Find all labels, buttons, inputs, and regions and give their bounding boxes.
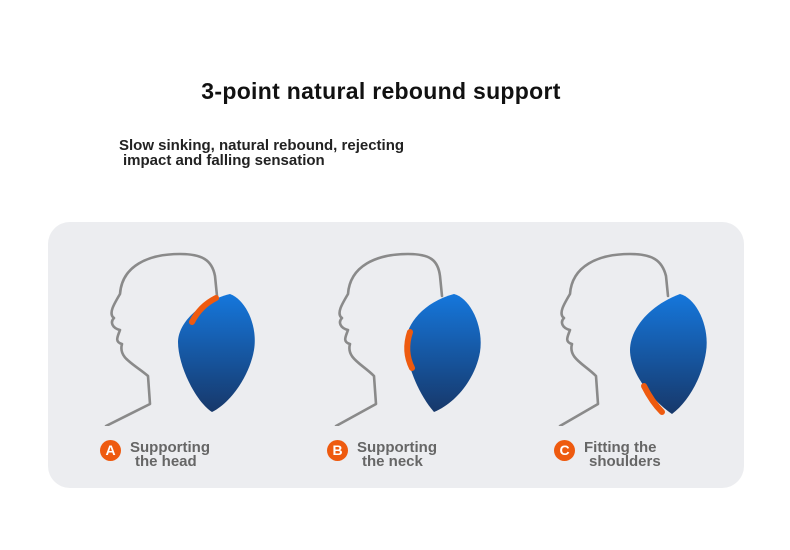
badge-c: C bbox=[554, 440, 575, 461]
badge-a: A bbox=[100, 440, 121, 461]
contact-highlight-shoulders bbox=[641, 383, 665, 415]
figure-supporting-head bbox=[100, 246, 280, 428]
caption-supporting-neck: B Supporting the neck bbox=[327, 440, 477, 476]
caption-supporting-head: A Supporting the head bbox=[100, 440, 250, 476]
caption-text: Fitting the shoulders bbox=[584, 439, 661, 470]
head-pillow-illustration-a bbox=[104, 252, 255, 428]
caption-line-1: Supporting bbox=[130, 439, 210, 456]
caption-line-1: Supporting bbox=[357, 439, 437, 456]
caption-line-1: Fitting the bbox=[584, 439, 657, 456]
pillow-shape bbox=[630, 294, 707, 414]
caption-fitting-shoulders: C Fitting the shoulders bbox=[554, 440, 704, 476]
subtitle: Slow sinking, natural rebound, rejecting… bbox=[119, 138, 499, 168]
pillow-shape bbox=[406, 294, 481, 412]
contact-highlight-neck bbox=[404, 329, 415, 371]
head-outline bbox=[558, 252, 670, 428]
figure-fitting-shoulders bbox=[552, 246, 732, 428]
contact-highlight-head bbox=[189, 295, 219, 325]
page-title: 3-point natural rebound support bbox=[201, 78, 561, 104]
head-pillow-illustration-b bbox=[334, 252, 481, 428]
head-pillow-illustration-c bbox=[558, 252, 707, 428]
subtitle-line-2: impact and falling sensation bbox=[123, 152, 325, 169]
figure-supporting-neck bbox=[330, 246, 510, 428]
caption-text: Supporting the head bbox=[130, 439, 210, 470]
illustration-panel bbox=[48, 222, 744, 488]
caption-text: Supporting the neck bbox=[357, 439, 437, 470]
head-outline bbox=[334, 252, 444, 428]
badge-b: B bbox=[327, 440, 348, 461]
caption-line-2: shoulders bbox=[589, 453, 661, 470]
pillow-shape bbox=[178, 294, 255, 412]
caption-line-2: the head bbox=[135, 453, 197, 470]
head-outline bbox=[104, 252, 219, 428]
caption-line-2: the neck bbox=[362, 453, 423, 470]
subtitle-line-1: Slow sinking, natural rebound, rejecting bbox=[119, 137, 405, 154]
